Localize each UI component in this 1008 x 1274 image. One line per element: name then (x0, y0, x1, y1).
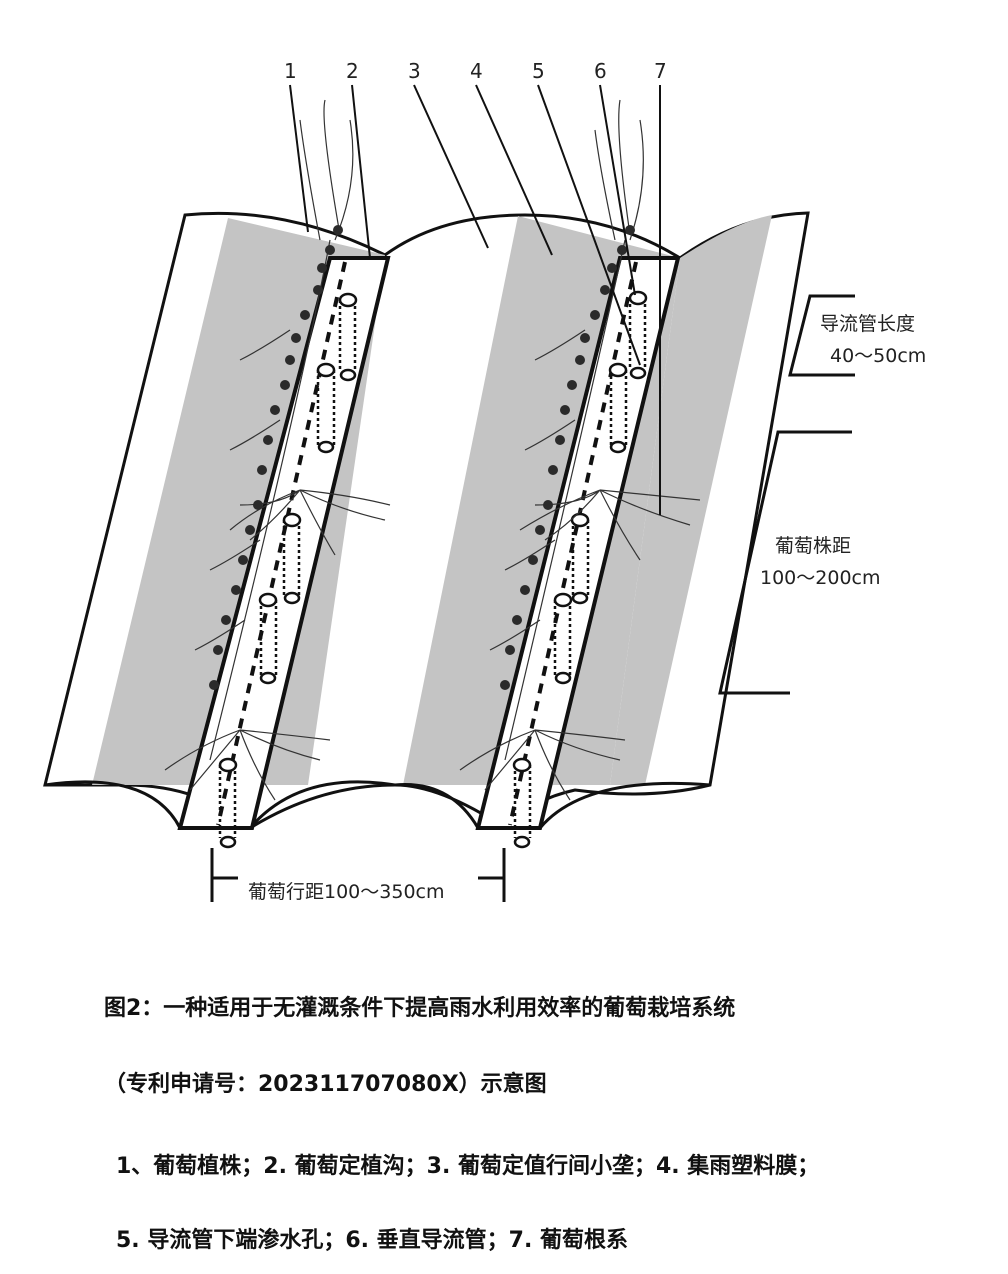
bottom-arc-right (538, 781, 711, 829)
pipe-length-bracket (788, 294, 855, 377)
seepage-hole (259, 671, 277, 685)
grape-vines (194, 99, 644, 761)
callout-leaders (289, 84, 661, 515)
vertical-pipe (218, 757, 238, 849)
callout-label-5: 5 (532, 59, 545, 83)
vertical-pipe (512, 757, 532, 849)
vertical-pipe (608, 362, 628, 454)
seepage-hole (629, 366, 647, 380)
seepage-hole (317, 440, 335, 454)
rain-film-far-right (610, 215, 772, 785)
vertical-pipe (282, 512, 302, 605)
callout-label-3: 3 (408, 59, 421, 83)
pipe-length-title: 导流管长度 (820, 313, 915, 335)
callout-label-7: 7 (654, 59, 667, 83)
plant-spacing-bracket (718, 430, 852, 695)
figure-caption-patent: （专利申请号：202311707080X）示意图 (104, 1072, 547, 1097)
vertical-pipe (570, 512, 590, 605)
seepage-hole (283, 591, 301, 605)
seepage-hole (571, 591, 589, 605)
seepage-hole (609, 440, 627, 454)
row-spacing-label: 葡萄行距100～350cm (248, 881, 445, 903)
seepage-hole (219, 835, 237, 849)
seepage-hole (339, 368, 357, 382)
vertical-pipe (316, 362, 336, 454)
bottom-arc-left (44, 780, 182, 829)
figure-caption: 图2：一种适用于无灌溉条件下提高雨水利用效率的葡萄栽培系统 (104, 996, 736, 1021)
legend-line-1: 1、葡萄植株；2. 葡萄定植沟；3. 葡萄定值行间小垄；4. 集雨塑料膜； (116, 1154, 820, 1179)
callout-label-4: 4 (470, 59, 483, 83)
pipe-length-value: 40～50cm (830, 345, 926, 367)
vineyard-system-diagram: 1 2 3 4 5 6 7 导流管长度 40～50cm 葡萄株距 100～200… (43, 59, 926, 903)
planting-trench-left (177, 256, 391, 830)
legend-line-2: 5. 导流管下端渗水孔；6. 垂直导流管；7. 葡萄根系 (116, 1228, 628, 1253)
seepage-hole (554, 671, 572, 685)
grape-clusters (209, 225, 635, 690)
callout-label-6: 6 (594, 59, 607, 83)
vertical-pipe (258, 592, 278, 685)
callout-label-2: 2 (346, 59, 359, 83)
plant-spacing-value: 100～200cm (760, 567, 881, 589)
trench-centerline-left (216, 261, 347, 826)
vertical-pipe (553, 592, 573, 685)
callout-label-1: 1 (284, 59, 297, 83)
plant-spacing-title: 葡萄株距 (775, 535, 851, 557)
vertical-pipe (338, 292, 358, 382)
row-spacing-label-bg (238, 875, 478, 903)
diversion-pipes (218, 290, 648, 849)
bottom-arc-mid (248, 780, 480, 829)
planting-trench-right (475, 256, 681, 830)
trench-centerline-right (508, 261, 638, 826)
vertical-pipe (628, 290, 648, 380)
seepage-hole (513, 835, 531, 849)
grape-roots (164, 489, 701, 801)
